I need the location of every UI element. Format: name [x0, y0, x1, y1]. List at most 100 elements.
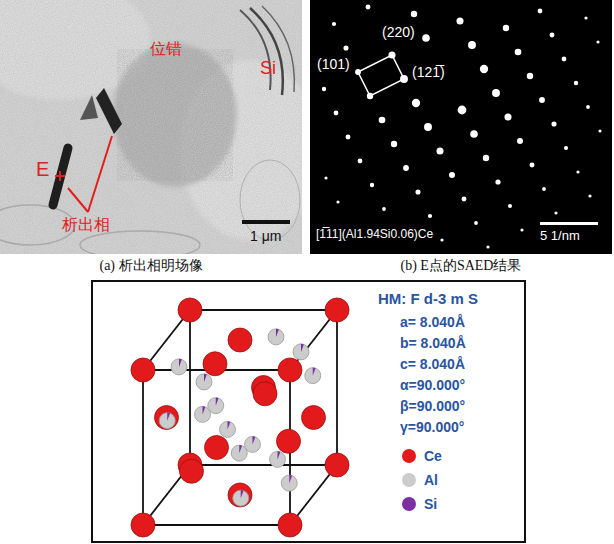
ce-atom: [203, 352, 227, 376]
legend-row: Ce: [402, 448, 442, 464]
diffraction-spot: [551, 121, 556, 126]
diffraction-spot: [542, 187, 546, 191]
diffraction-spot: [554, 211, 557, 214]
diffraction-spot: [492, 89, 500, 97]
callout-label: 析出相: [62, 216, 110, 234]
legend-text: Si: [424, 496, 437, 512]
legend-row: Al: [402, 472, 438, 488]
ce-atom: [131, 358, 155, 382]
si-fraction: [216, 398, 219, 406]
ce-atom: [178, 298, 202, 322]
diffraction-spot: [576, 170, 579, 173]
al-atom: [208, 398, 224, 414]
spot-index: (101): [317, 56, 350, 72]
lattice-param: a= 8.040Å: [400, 314, 465, 330]
si-fraction: [313, 368, 316, 376]
zone-axis: [1̅11](Al1.94Si0.06)Ce: [316, 228, 433, 242]
si-fraction: [179, 359, 182, 367]
al-atom: [281, 475, 297, 491]
cell-edge: [190, 309, 337, 311]
structure-frame: [92, 281, 525, 542]
diffraction-spot: [391, 141, 397, 147]
diffraction-spot: [508, 204, 512, 208]
scale-label: 5 1/nm: [540, 229, 580, 244]
al-atom: [305, 368, 321, 384]
diffraction-spot: [470, 130, 478, 138]
si-fraction: [203, 406, 206, 414]
diffraction-spot: [480, 65, 488, 73]
diffraction-spot: [527, 73, 533, 79]
cell-edge: [143, 524, 290, 526]
phase-label: Si: [260, 58, 276, 79]
legend-text: Al: [424, 472, 438, 488]
si-fraction: [253, 436, 256, 444]
diffraction-spot: [449, 172, 455, 178]
diffraction-spot: [515, 49, 522, 56]
legend-swatch: [402, 497, 416, 511]
cell-edge: [142, 370, 144, 525]
ce-atom: [253, 382, 277, 406]
si-fraction: [167, 413, 170, 421]
tem-image: [0, 0, 302, 254]
diffraction-spot: [332, 22, 336, 26]
al-atom: [196, 374, 212, 390]
point-label: E: [36, 158, 49, 181]
region-label: 位错: [150, 40, 182, 58]
diffraction-spot: [366, 5, 371, 10]
diffraction-spot: [550, 33, 555, 38]
legend-row: Si: [402, 496, 437, 512]
ce-atom: [278, 513, 302, 537]
diffraction-spot: [474, 221, 478, 225]
diffraction-spot: [322, 87, 326, 91]
diffraction-spot: [415, 189, 420, 194]
diffraction-spot: [412, 99, 420, 107]
diffraction-spot: [336, 200, 339, 203]
cell-edge: [190, 464, 337, 466]
diffraction-spot: [517, 138, 523, 144]
diffraction-spot: [596, 40, 599, 43]
diffraction-spot: [334, 111, 339, 116]
cell-edge: [336, 310, 338, 465]
ce-atom: [131, 513, 155, 537]
si-fraction: [289, 475, 292, 483]
ce-atom: [228, 328, 252, 352]
diffraction-spot: [424, 123, 432, 131]
si-fraction: [301, 344, 304, 352]
al-atom: [293, 344, 309, 360]
diffraction-spot: [564, 146, 568, 150]
spot-index: (121̅): [412, 64, 445, 80]
diffraction-spot: [358, 159, 363, 164]
diffraction-spot: [538, 9, 543, 14]
legend-swatch: [402, 449, 416, 463]
legend-text: Ce: [424, 448, 442, 464]
ce-atom: [278, 358, 302, 382]
al-atom: [268, 329, 284, 345]
ce-atom: [205, 436, 229, 460]
si-fraction: [278, 451, 281, 459]
al-atom: [159, 413, 175, 429]
diffraction-spot: [520, 228, 523, 231]
al-atom: [220, 421, 236, 437]
diffraction-spot: [428, 214, 432, 218]
diffraction-spot: [468, 41, 476, 49]
diffraction-spot: [586, 105, 590, 109]
ce-atom: [180, 459, 204, 483]
diffraction-spot: [436, 147, 443, 154]
ce-atom: [302, 406, 326, 430]
diffraction-spot: [456, 17, 463, 24]
diffraction-spot: [346, 135, 351, 140]
diffraction-spot: [503, 25, 509, 31]
diffraction-spot: [588, 194, 591, 197]
diffraction-spot: [504, 113, 511, 120]
diffraction-spot: [370, 183, 374, 187]
ce-atom: [325, 298, 349, 322]
scale-label: 1 μm: [250, 228, 281, 244]
spot-index: (220): [382, 24, 415, 40]
diffraction-spot: [598, 129, 601, 132]
al-atom: [270, 451, 286, 467]
diffraction-spot: [324, 176, 327, 179]
diffraction-spot: [343, 45, 348, 50]
diffraction-spot: [562, 57, 567, 62]
ce-atom: [325, 453, 349, 477]
